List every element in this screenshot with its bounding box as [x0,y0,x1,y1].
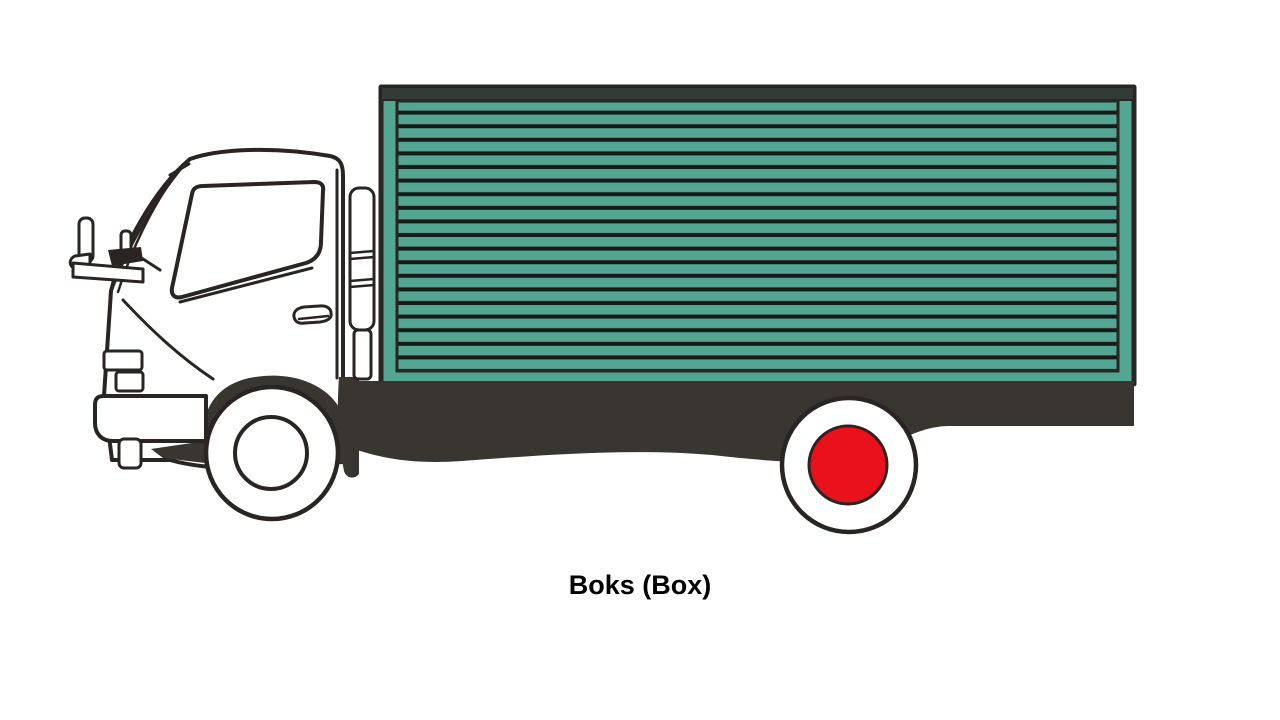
rear-post-lower [352,328,373,381]
cab-window [169,180,326,300]
bumper-step [117,437,143,470]
cargo-box-corrugation [395,99,1120,373]
mirror-arm [71,261,145,284]
figure-caption: Boks (Box) [568,570,712,600]
mud-flap [337,377,359,478]
chassis-frame [357,381,1134,463]
rear-wheel [779,395,919,535]
front-wheel [203,384,341,522]
front-bumper [93,394,208,443]
headlight [102,349,144,372]
cargo-box-top-rail [380,86,1135,101]
mirror-glass-edge [108,247,143,266]
cab-details [68,162,376,470]
front-wheel-hub [233,415,309,491]
door-handle-line [297,314,330,321]
side-step [151,441,205,463]
side-mirror [68,216,162,284]
door-handle [292,304,333,325]
cargo-box [378,84,1137,387]
cab-rear-post [348,186,376,381]
grille-vent [114,370,145,393]
rear-wheel-hub-red [807,424,889,506]
mirror-link-line [138,255,162,272]
